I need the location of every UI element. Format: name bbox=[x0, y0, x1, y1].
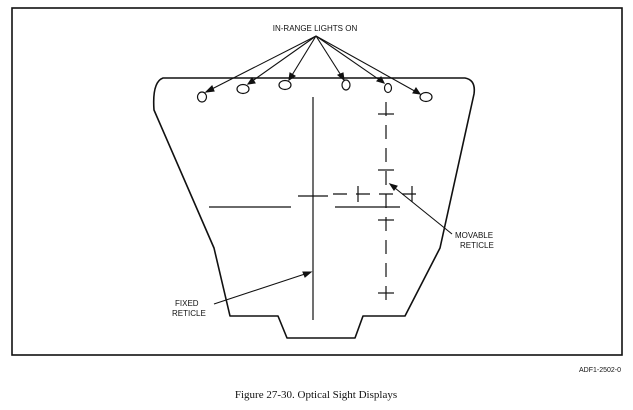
sight-display-outline bbox=[152, 77, 476, 339]
in-range-light-2 bbox=[236, 83, 250, 95]
fixed-reticle bbox=[209, 97, 400, 320]
figure-frame bbox=[11, 7, 623, 356]
in-range-lights bbox=[196, 79, 433, 103]
movable-reticle bbox=[333, 102, 424, 302]
in-range-leaders bbox=[204, 35, 422, 95]
movable-reticle-label-line1: MOVABLE bbox=[455, 231, 493, 240]
fixed-reticle-label-line1: FIXED bbox=[175, 299, 199, 308]
in-range-light-1 bbox=[196, 91, 208, 103]
movable-reticle-label-line2: RETICLE bbox=[460, 241, 494, 250]
in-range-light-6 bbox=[419, 91, 433, 103]
in-range-light-5 bbox=[383, 82, 393, 94]
in-range-light-3 bbox=[278, 79, 292, 91]
in-range-light-4 bbox=[341, 79, 351, 91]
movable-reticle-leader bbox=[388, 183, 453, 235]
in-range-lights-label: IN-RANGE LIGHTS ON bbox=[273, 24, 358, 33]
fixed-reticle-leader bbox=[213, 271, 313, 305]
fixed-reticle-label-line2: RETICLE bbox=[172, 309, 206, 318]
figure-reference-id: ADF1-2502-0 bbox=[579, 367, 621, 374]
figure-caption: Figure 27-30. Optical Sight Displays bbox=[235, 389, 397, 401]
